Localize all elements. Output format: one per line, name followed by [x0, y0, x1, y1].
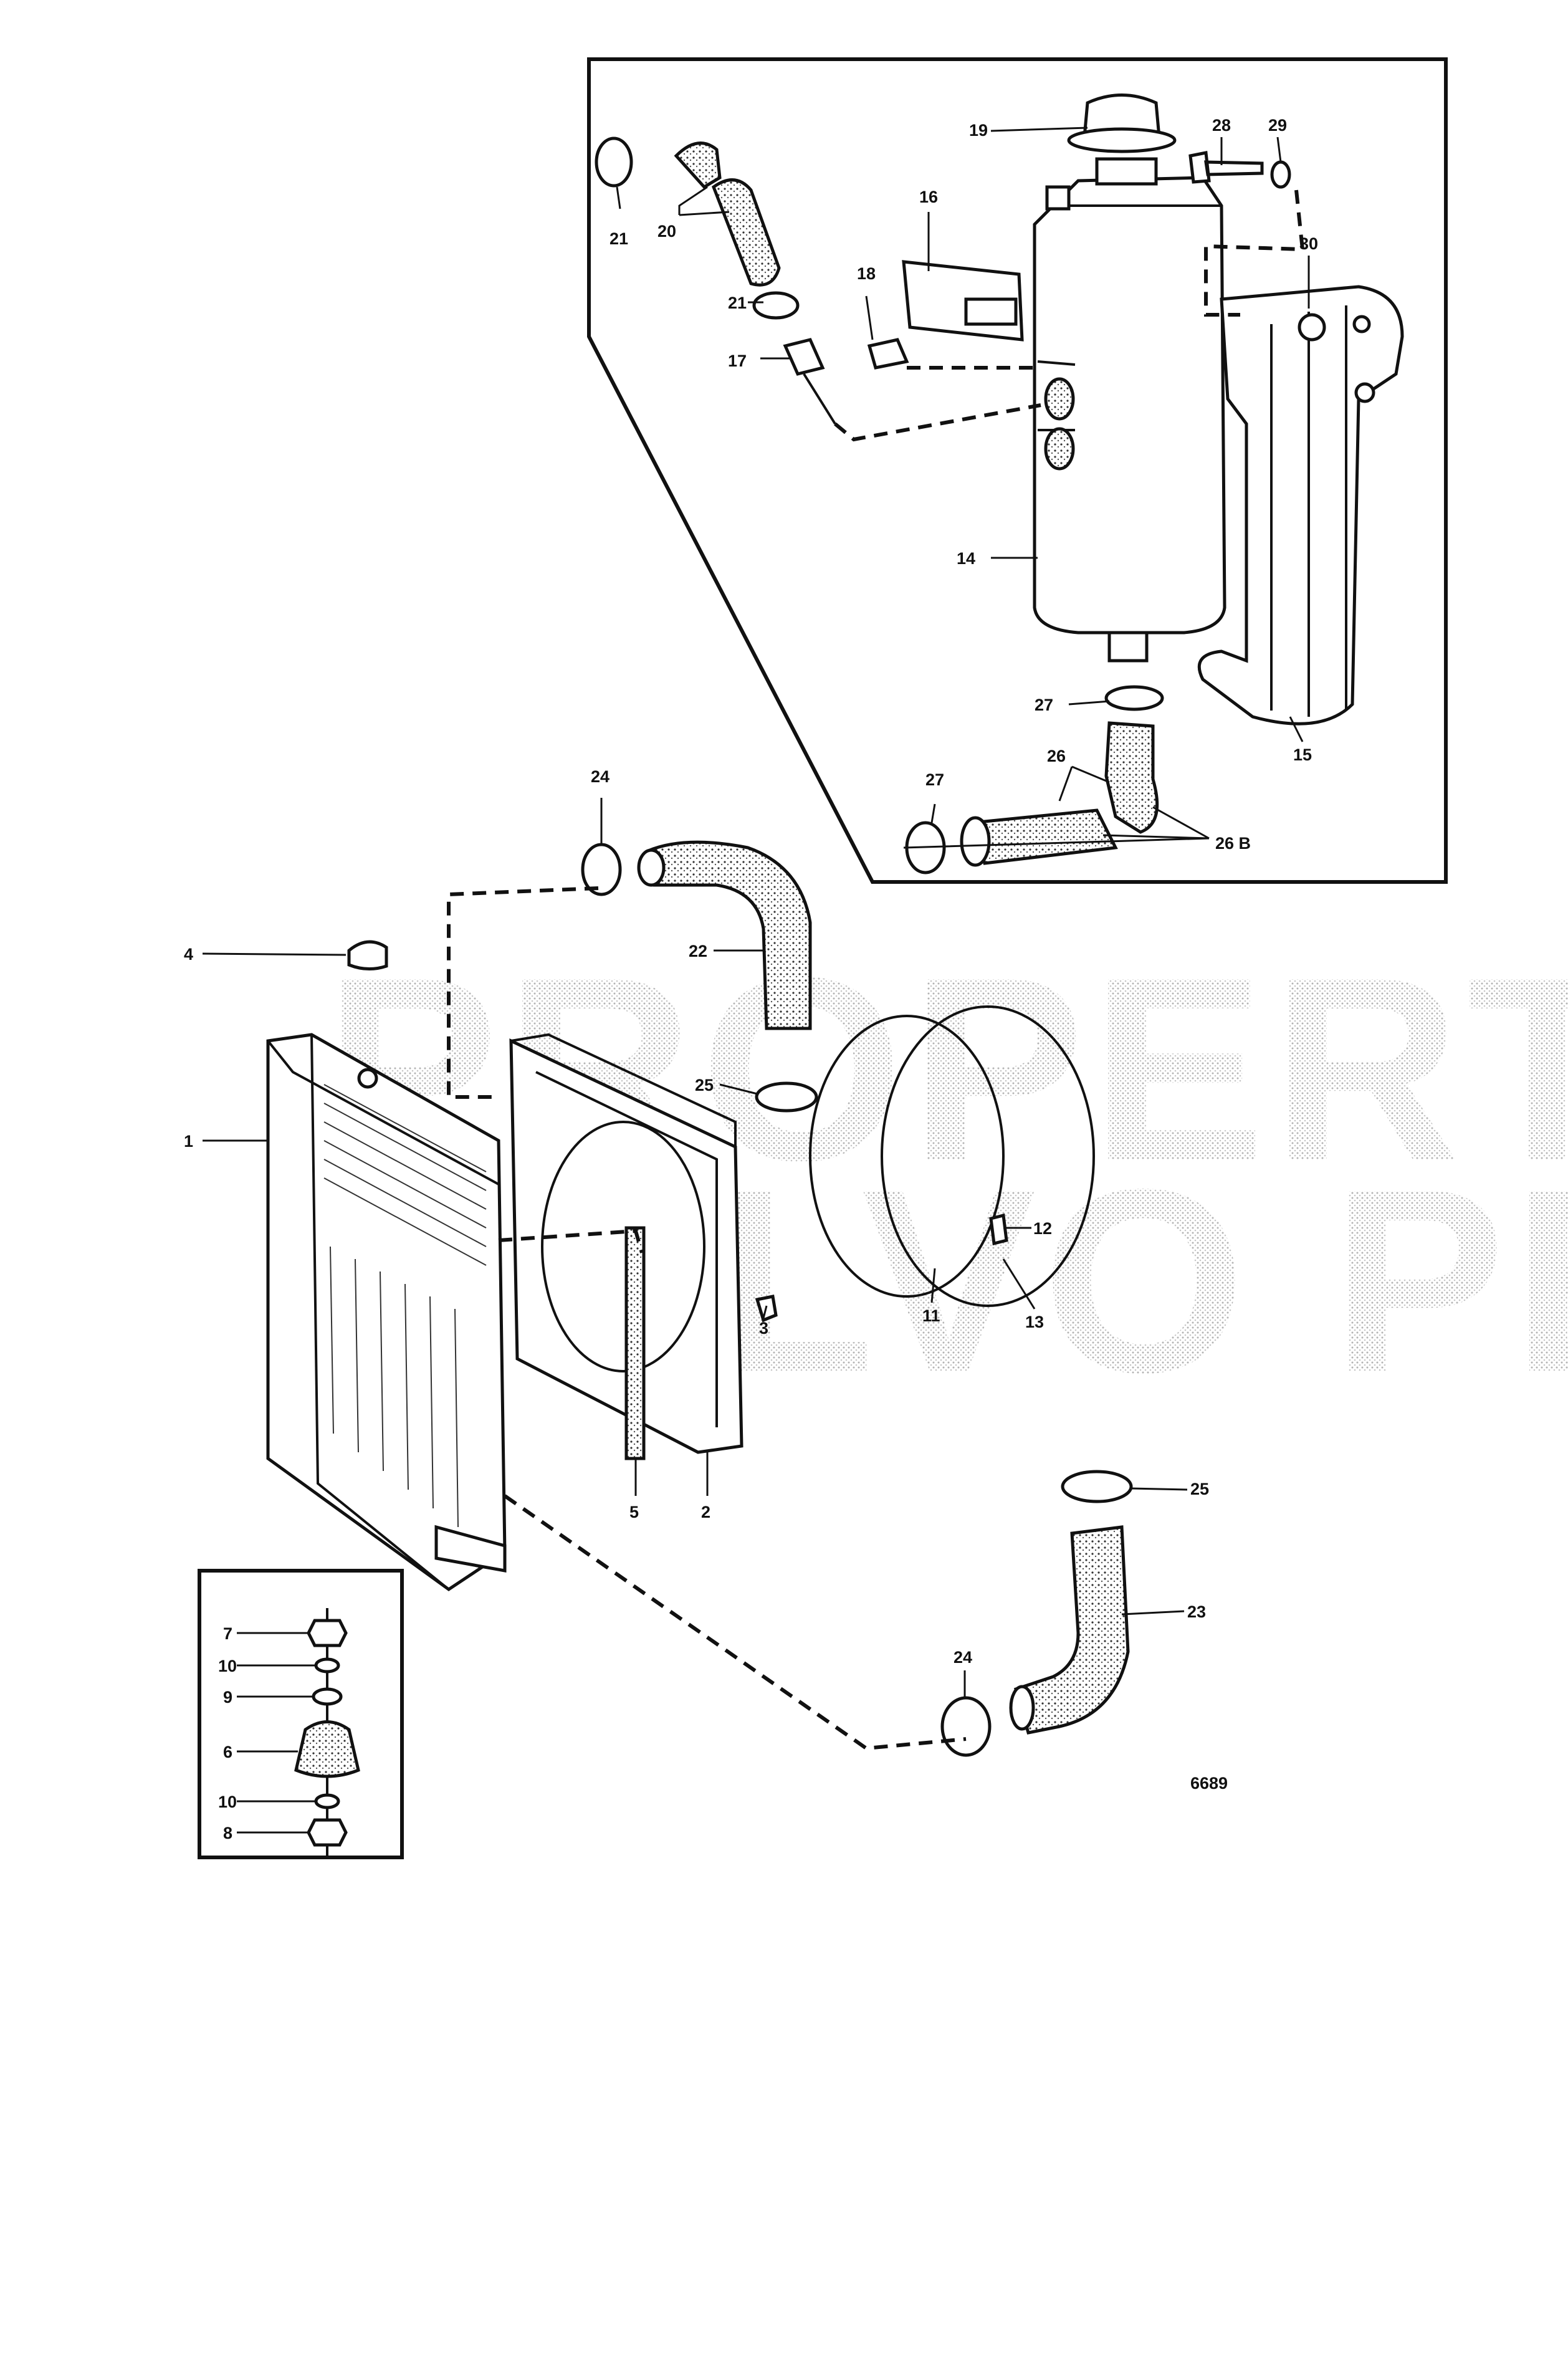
callout-labels: 19 28 29 30 16 18 17 21 20 21 14 27 15 2…	[184, 116, 1318, 1842]
tank-filler-neck	[1095, 157, 1158, 186]
lower-hose-clamp-24	[940, 1696, 992, 1757]
watermark-line2: VOLVO PENTA	[324, 1135, 1568, 1427]
callout-20: 20	[657, 222, 676, 241]
outlet-clamp-upper	[1104, 685, 1164, 711]
callout-25-lower: 25	[1190, 1480, 1209, 1498]
seal-strip	[624, 1226, 646, 1460]
mounting-kit-inset-frame	[198, 1569, 404, 1859]
lower-hose-clamp-25	[1061, 1470, 1133, 1503]
callout-2: 2	[701, 1503, 710, 1521]
callout-14: 14	[957, 549, 975, 568]
callout-7: 7	[223, 1624, 232, 1643]
callout-3: 3	[759, 1319, 768, 1338]
callout-26b: 26 B	[1215, 834, 1251, 853]
mount-nut-lower	[307, 1818, 348, 1847]
callout-13: 13	[1025, 1313, 1044, 1331]
callout-5: 5	[629, 1503, 639, 1521]
fan-shroud-group	[498, 1033, 778, 1460]
radiator-group	[266, 940, 507, 1592]
fan-ring-13	[881, 1005, 1095, 1307]
dashed-connector-upper	[447, 886, 599, 1099]
callout-15: 15	[1293, 745, 1312, 764]
callout-28: 28	[1212, 116, 1231, 135]
callout-10-lower: 10	[218, 1793, 237, 1811]
mount-washer	[312, 1687, 343, 1706]
dashed-connector-lower	[504, 1494, 967, 1751]
callout-30: 30	[1299, 234, 1318, 253]
vent-hose-clamp-upper	[595, 136, 633, 188]
tank-bracket	[1197, 285, 1404, 726]
callout-11: 11	[922, 1306, 940, 1325]
radiator-filler-cap	[347, 940, 388, 970]
upper-radiator-hose	[646, 840, 812, 1030]
callout-12: 12	[1033, 1219, 1052, 1238]
callout-22: 22	[689, 942, 707, 960]
bracket-screw	[1188, 151, 1264, 184]
hose-nipple	[783, 338, 825, 376]
vent-hose-clamp-lower	[752, 291, 800, 320]
outlet-hose	[970, 808, 1118, 865]
callout-8: 8	[223, 1824, 232, 1842]
mount-lockwasher-lower	[314, 1793, 340, 1809]
drain-plug	[867, 338, 909, 370]
callout-6: 6	[223, 1743, 232, 1761]
expansion-tank	[1033, 176, 1226, 635]
callout-10-upper: 10	[218, 1657, 237, 1675]
tank-side-port-upper	[1044, 377, 1075, 421]
callout-4: 4	[184, 945, 193, 964]
callout-27-lower: 27	[925, 770, 944, 789]
callout-24-upper: 24	[591, 767, 610, 786]
expansion-tank-inset-frame	[587, 57, 1448, 884]
callout-21-lower: 21	[728, 294, 747, 312]
fan-ring-11	[809, 1015, 1005, 1298]
callout-17: 17	[728, 352, 747, 370]
lower-radiator-hose	[1013, 1525, 1130, 1735]
callout-9: 9	[223, 1688, 232, 1707]
radiator-core-fins	[323, 1084, 487, 1528]
tank-vent-nipple	[1045, 185, 1071, 211]
callout-27-upper: 27	[1035, 696, 1053, 714]
vent-hose	[674, 141, 722, 189]
callout-18: 18	[857, 264, 876, 283]
callout-24-lower: 24	[954, 1648, 972, 1667]
callout-21-upper: 21	[610, 229, 628, 248]
mounting-kit-group	[294, 1608, 360, 1857]
callout-29: 29	[1268, 116, 1287, 135]
upper-hose-clamp-25	[755, 1081, 818, 1113]
mount-nut-upper	[307, 1619, 348, 1647]
lower-hose-group	[940, 1470, 1133, 1757]
outlet-elbow	[1104, 721, 1159, 834]
callout-23: 23	[1187, 1602, 1206, 1621]
callout-19: 19	[969, 121, 988, 140]
callout-1: 1	[184, 1132, 193, 1151]
bracket-washer	[1270, 160, 1291, 189]
ring-clip	[989, 1213, 1008, 1246]
filler-cap-base	[1067, 127, 1177, 153]
fan-ring-group	[809, 1005, 1095, 1307]
fan-shroud-opening	[541, 1121, 705, 1372]
callout-26: 26	[1047, 747, 1066, 765]
tank-side-port-lower	[1044, 427, 1075, 471]
callout-16: 16	[919, 188, 938, 206]
watermark: PROPERTY OF VOLVO PENTA	[324, 923, 1568, 1427]
figure-number: 6689	[1190, 1774, 1228, 1793]
bracket-bolt-hole	[1298, 313, 1326, 342]
callout-25-upper: 25	[695, 1076, 714, 1094]
mount-lockwasher-upper	[314, 1657, 340, 1674]
leader-lines	[202, 127, 1310, 1834]
rubber-mount	[294, 1720, 360, 1778]
expansion-tank-group	[595, 93, 1404, 874]
tank-outlet-spigot	[1107, 631, 1149, 663]
